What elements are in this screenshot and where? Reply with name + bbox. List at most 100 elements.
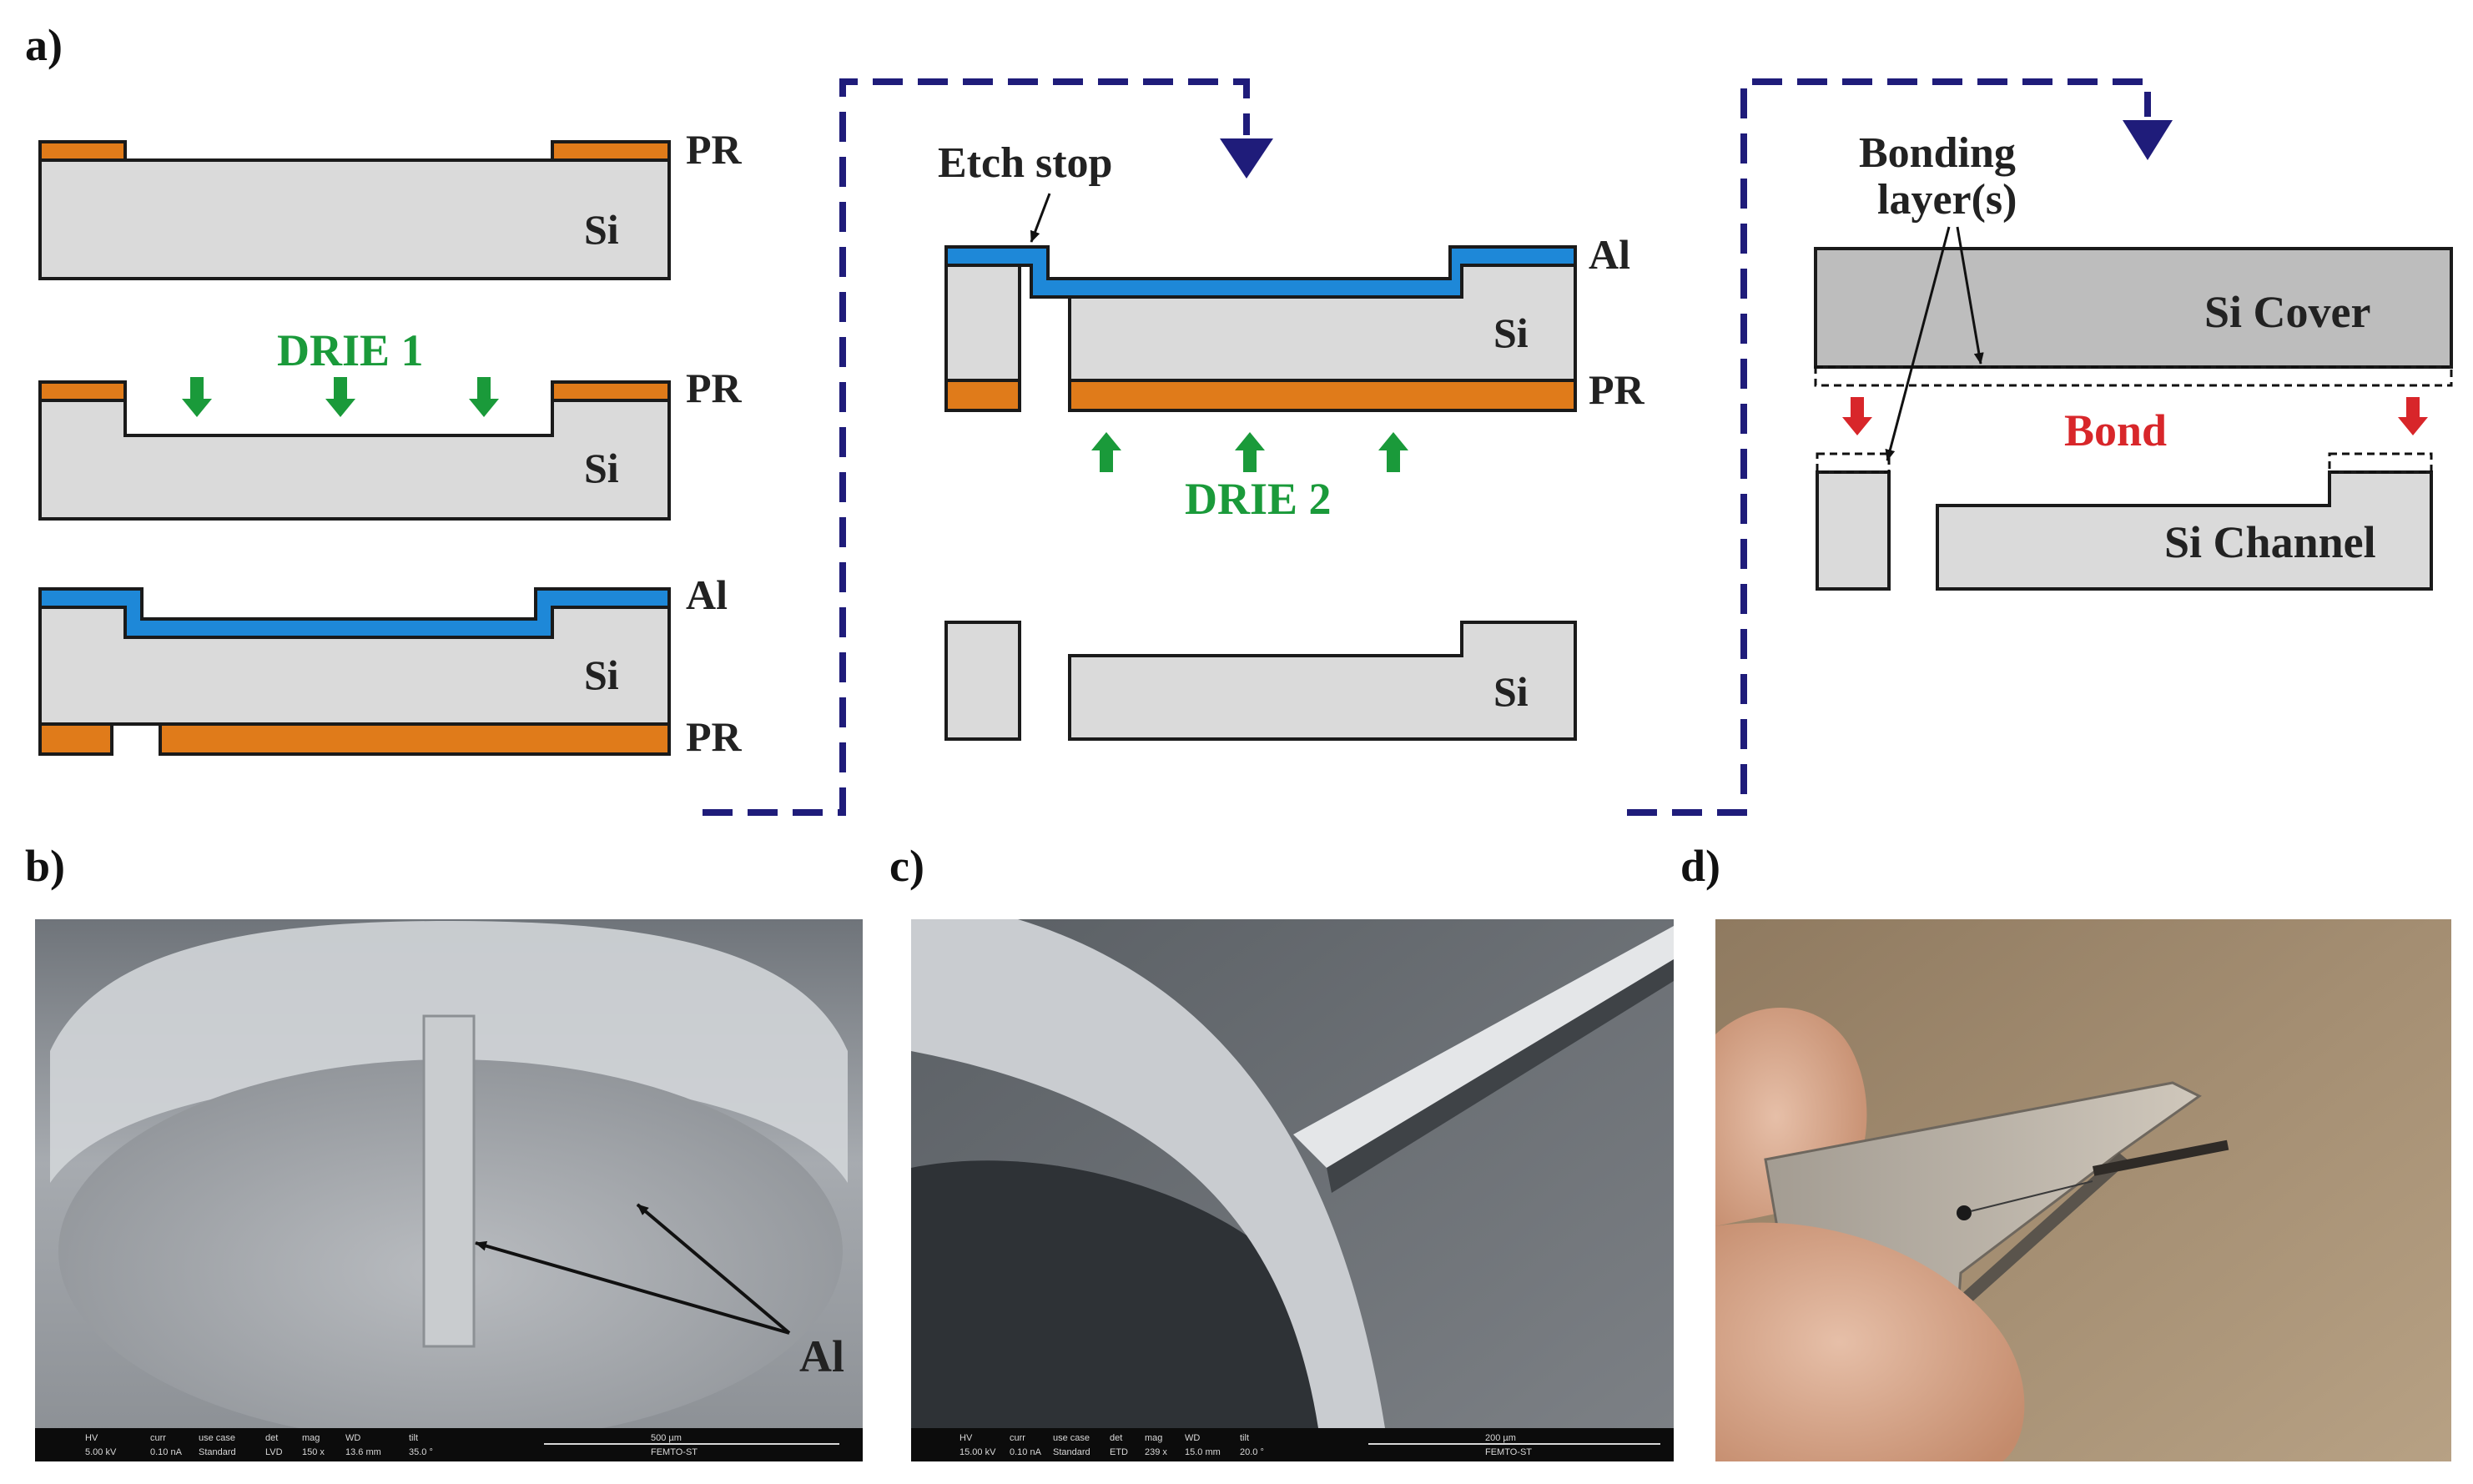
si-cover-label: Si Cover bbox=[2204, 287, 2370, 337]
sem-c-dark-cavity bbox=[911, 1160, 1377, 1428]
panel-label-d: d) bbox=[1680, 841, 1720, 891]
st2-result-label-si: Si bbox=[1493, 668, 1529, 715]
s3-label-si: Si bbox=[584, 651, 619, 698]
process-arrow-1 bbox=[703, 78, 1250, 816]
s3-pr-left bbox=[38, 722, 113, 756]
bond-label: Bond bbox=[2064, 405, 2167, 455]
s1-label-pr: PR bbox=[686, 126, 743, 173]
sem-c-field: ETD bbox=[1110, 1447, 1128, 1457]
drie1-arrow-2 bbox=[325, 377, 355, 417]
sem-c-field: 15.00 kV bbox=[959, 1447, 996, 1457]
sem-b-field: tilt bbox=[409, 1433, 418, 1443]
s3-label-pr: PR bbox=[686, 713, 743, 760]
sem-b-institution: FEMTO-ST bbox=[651, 1447, 698, 1457]
process-arrow-2 bbox=[1627, 78, 2151, 816]
sem-b-field: 35.0 ° bbox=[409, 1447, 433, 1457]
bonding-layers bbox=[1814, 365, 2453, 474]
bond-arrow-right bbox=[2398, 397, 2428, 435]
sem-c-field: use case bbox=[1053, 1433, 1090, 1443]
sem-c-field: mag bbox=[1145, 1433, 1162, 1443]
process-arrows bbox=[703, 78, 2151, 816]
s1-pr-right bbox=[551, 140, 671, 162]
drie1-arrow-1 bbox=[182, 377, 212, 417]
sem-b-metadata: HV curr use case det mag WD tilt 5.00 kV… bbox=[85, 1433, 698, 1457]
st2-result-left bbox=[944, 621, 1021, 741]
process-arrowhead-1 bbox=[1220, 138, 1273, 179]
drie2-arrows bbox=[1091, 432, 1408, 472]
sem-c-field: HV bbox=[959, 1433, 973, 1443]
drie2-arrow-2 bbox=[1235, 432, 1265, 472]
st2-silicon-left bbox=[944, 264, 1021, 382]
si-cover bbox=[1814, 247, 2453, 369]
photo-d-chip-channel bbox=[1970, 1180, 2093, 1212]
bond-arrow-left bbox=[1842, 397, 1872, 435]
si-channel-left bbox=[1816, 470, 1891, 591]
s1-pr-left bbox=[38, 140, 127, 162]
st2-result-right bbox=[1068, 621, 1577, 741]
sem-c-field: 15.0 mm bbox=[1185, 1447, 1221, 1457]
sem-c-field: Standard bbox=[1053, 1447, 1090, 1457]
sem-b-field: Standard bbox=[199, 1447, 236, 1457]
si-channel-label: Si Channel bbox=[2164, 517, 2376, 567]
sem-c-field: tilt bbox=[1240, 1433, 1249, 1443]
sem-c-channel-beam bbox=[1293, 926, 1674, 1168]
sem-b-field: mag bbox=[302, 1433, 320, 1443]
photo-d-chip-slot bbox=[2093, 1139, 2229, 1176]
sem-b-field: 0.10 nA bbox=[150, 1447, 183, 1457]
sem-b-field: HV bbox=[85, 1433, 98, 1443]
sem-c-field: 0.10 nA bbox=[1010, 1447, 1042, 1457]
sem-b-field: LVD bbox=[265, 1447, 283, 1457]
sem-b-field: det bbox=[265, 1433, 278, 1443]
photo-d-chip-edge bbox=[1959, 1153, 2129, 1305]
al-pointer-2 bbox=[636, 1203, 791, 1335]
st2-pr-left bbox=[944, 379, 1021, 412]
sem-c-field: curr bbox=[1010, 1433, 1025, 1443]
sem-image-b bbox=[35, 919, 863, 1461]
sem-c-scale-label: 200 µm bbox=[1485, 1433, 1516, 1443]
sem-c-crater-rim bbox=[911, 919, 1385, 1428]
sem-c-field: 239 x bbox=[1145, 1447, 1167, 1457]
st2-label-pr: PR bbox=[1589, 366, 1645, 413]
process-arrowhead-2 bbox=[2123, 120, 2173, 160]
sem-b-field: 13.6 mm bbox=[345, 1447, 381, 1457]
bonding-pointer-channel bbox=[1885, 226, 1951, 461]
stage2 bbox=[944, 245, 1577, 741]
drie1-label: DRIE 1 bbox=[277, 325, 424, 375]
sem-b-field: 5.00 kV bbox=[85, 1447, 117, 1457]
drie2-label: DRIE 2 bbox=[1185, 474, 1332, 524]
s2-pr-right bbox=[551, 380, 671, 402]
st2-label-al: Al bbox=[1589, 231, 1630, 278]
photo-d-finger-bottom bbox=[1715, 1222, 2025, 1461]
bonding-pointer-cover bbox=[1956, 226, 1984, 365]
drie1-arrows bbox=[182, 377, 499, 417]
s3-pr-right bbox=[159, 722, 671, 756]
bonding-layer-channel-right bbox=[2328, 452, 2433, 474]
s1-label-si: Si bbox=[584, 206, 619, 253]
al-pointer-1 bbox=[475, 1240, 790, 1335]
sem-b-field: curr bbox=[150, 1433, 166, 1443]
photo-chip-d bbox=[1715, 919, 2451, 1461]
bonding-layer-cover bbox=[1814, 365, 2453, 387]
sem-b-field: WD bbox=[345, 1433, 360, 1443]
sem-c-channel-side bbox=[1327, 959, 1674, 1193]
drie2-arrow-3 bbox=[1378, 432, 1408, 472]
s2-label-si: Si bbox=[584, 445, 619, 491]
photo-d-chip-inlet bbox=[1957, 1205, 1972, 1220]
bond-arrows bbox=[1842, 397, 2428, 435]
sem-b-field: use case bbox=[199, 1433, 235, 1443]
stage1 bbox=[38, 140, 671, 756]
bonding-label-line1: Bonding bbox=[1859, 129, 2016, 177]
st2-pr-right bbox=[1068, 379, 1577, 412]
etch-stop-label: Etch stop bbox=[938, 139, 1112, 187]
s3-label-al: Al bbox=[686, 571, 728, 618]
etch-stop-pointer bbox=[1030, 193, 1051, 243]
s2-label-pr: PR bbox=[686, 365, 743, 411]
sem-c-metadata: HV curr use case det mag WD tilt 15.00 k… bbox=[959, 1433, 1532, 1457]
sem-image-c bbox=[911, 919, 1674, 1461]
s2-silicon bbox=[38, 399, 671, 521]
drie1-arrow-3 bbox=[469, 377, 499, 417]
s2-pr-left bbox=[38, 380, 127, 402]
sem-c-field: 20.0 ° bbox=[1240, 1447, 1264, 1457]
drie2-arrow-1 bbox=[1091, 432, 1121, 472]
